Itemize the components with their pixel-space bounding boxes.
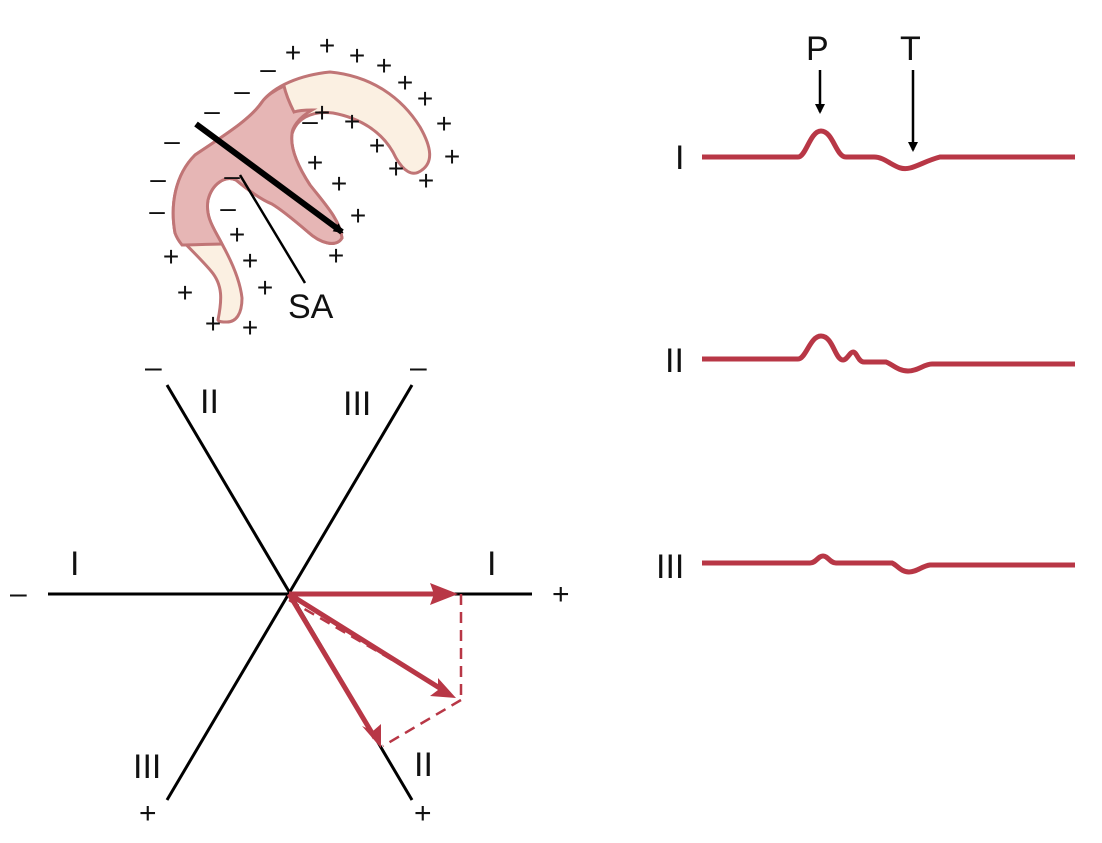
positive-charge-sign: + [163, 241, 179, 272]
positive-charge-sign: + [257, 272, 273, 303]
negative-charge-sign: – [149, 195, 165, 226]
positive-charge-sign: + [242, 312, 258, 343]
ecg-lead-II-trace [702, 333, 1075, 374]
positive-charge-sign: + [205, 308, 221, 339]
negative-charge-sign: – [224, 160, 240, 191]
positive-charge-sign: + [307, 147, 323, 178]
charge-signs: ++++++++++++++++++++++++––––––––– [149, 30, 460, 343]
positive-charge-sign: + [314, 97, 330, 128]
lead-III-plus-sign: + [139, 797, 157, 830]
positive-charge-sign: + [388, 153, 404, 184]
lead-I-minus-sign: – [10, 577, 27, 610]
lead-I-plus-sign: + [552, 578, 570, 611]
projection-dashed-line [288, 598, 433, 685]
ecg-lead-II-label: II [665, 342, 684, 380]
atria-illustration: SA ++++++++++++++++++++++++––––––––– [149, 30, 460, 343]
sa-node-pointer [238, 174, 307, 284]
positive-charge-sign: + [369, 130, 385, 161]
positive-charge-sign: + [397, 67, 413, 98]
sa-node-label: SA [288, 288, 334, 326]
ecg-lead-III-label: III [656, 548, 684, 586]
projection-dashed-line [382, 698, 462, 748]
negative-charge-sign: – [234, 75, 250, 106]
negative-charge-sign: – [204, 95, 220, 126]
lead-III-minus-sign: – [410, 351, 427, 384]
positive-charge-sign: + [350, 200, 366, 231]
ecg-lead-I-label: I [675, 139, 684, 177]
positive-charge-sign: + [177, 277, 193, 308]
positive-charge-sign: + [418, 165, 434, 196]
t-wave-label: T [900, 30, 921, 68]
positive-charge-sign: + [444, 141, 460, 172]
atrial-tissue-depolarized [171, 83, 344, 247]
positive-charge-sign: + [417, 83, 433, 114]
negative-charge-sign: – [164, 125, 180, 156]
negative-charge-sign: – [220, 192, 236, 223]
lead-I-projection-arrowhead [430, 583, 458, 605]
lead-axis-diagram: I I – + II II – + III III – + [10, 351, 570, 830]
positive-charge-sign: + [229, 219, 245, 250]
negative-charge-sign: – [150, 163, 166, 194]
p-wave-label: P [806, 30, 829, 68]
lead-III-bottom-label: III [133, 748, 161, 786]
positive-charge-sign: + [319, 30, 335, 61]
negative-charge-sign: – [260, 53, 276, 84]
lead-II-projection-arrow [286, 592, 378, 740]
positive-charge-sign: + [349, 40, 365, 71]
negative-charge-sign: – [302, 105, 318, 136]
positive-charge-sign: + [344, 106, 360, 137]
mean-atrial-vector-arrowhead [430, 678, 456, 698]
positive-charge-sign: + [376, 50, 392, 81]
positive-charge-sign: + [436, 108, 452, 139]
lead-II-top-label: II [200, 383, 219, 421]
ecg-traces: P T I II III [656, 30, 1075, 586]
lead-I-right-label: I [487, 545, 496, 583]
atrial-depolarization-vector [194, 121, 344, 235]
ecg-lead-III-trace [702, 553, 1075, 575]
positive-charge-sign: + [242, 245, 258, 276]
lead-I-left-label: I [70, 545, 79, 583]
lead-II-plus-sign: + [414, 797, 432, 830]
positive-charge-sign: + [285, 37, 301, 68]
lead-II-projection-arrowhead [362, 724, 381, 748]
lead-II-minus-sign: – [145, 351, 162, 384]
positive-charge-sign: + [331, 168, 347, 199]
positive-charge-sign: + [328, 240, 344, 271]
lead-II-bottom-label: II [414, 746, 433, 784]
lead-III-top-label: III [343, 385, 371, 423]
ecg-lead-I-trace [702, 128, 1075, 172]
